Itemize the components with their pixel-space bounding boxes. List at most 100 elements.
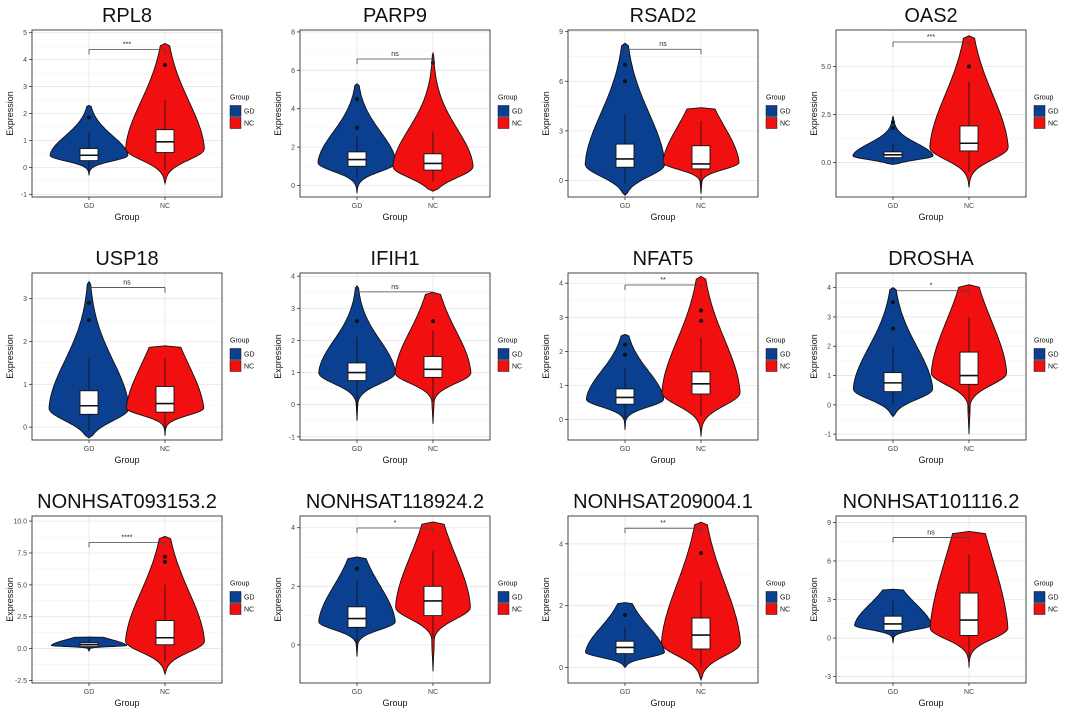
- panel-title: NONHSAT209004.1: [573, 491, 753, 513]
- legend-label: NC: [512, 607, 522, 614]
- legend-label: NC: [1048, 607, 1058, 614]
- legend-key-nc: [1033, 360, 1046, 372]
- x-axis-title: Group: [650, 455, 675, 465]
- outlier-point: [623, 62, 627, 67]
- x-tick-label: NC: [964, 689, 974, 696]
- significance-label: **: [660, 277, 666, 284]
- legend-label: GD: [1048, 109, 1059, 116]
- legend-title: Group: [498, 581, 518, 588]
- y-tick-label: 3: [559, 128, 563, 135]
- y-axis-title: Expression: [541, 577, 551, 622]
- legend-key-gd: [765, 348, 778, 360]
- x-tick-label: NC: [428, 689, 438, 696]
- legend-label: NC: [244, 607, 254, 614]
- legend-label: GD: [780, 595, 791, 602]
- box-gd: [347, 606, 367, 628]
- legend-key-nc: [497, 603, 510, 615]
- y-tick-label: 2: [559, 603, 563, 610]
- y-tick-label: 2.5: [17, 614, 27, 621]
- y-axis-title: Expression: [5, 91, 15, 136]
- y-tick-label: 0: [827, 402, 831, 409]
- box-nc: [155, 386, 175, 413]
- box-gd: [347, 362, 367, 382]
- legend-key-gd: [497, 591, 510, 603]
- significance-label: ***: [123, 41, 131, 48]
- x-tick-label: NC: [160, 689, 170, 696]
- outlier-point: [431, 319, 435, 324]
- y-tick-label: 2: [23, 339, 27, 346]
- legend-title: Group: [766, 581, 786, 588]
- outlier-point: [163, 63, 167, 68]
- panel-title: RSAD2: [630, 5, 697, 27]
- y-tick-label: 0: [291, 642, 295, 649]
- legend-label: GD: [244, 352, 255, 359]
- legend-key-nc: [1033, 117, 1046, 129]
- x-axis-title: Group: [382, 212, 407, 222]
- legend-label: GD: [512, 352, 523, 359]
- panel-title: NONHSAT118924.2: [306, 491, 484, 513]
- y-tick-label: 0: [559, 178, 563, 185]
- y-tick-label: 6: [291, 68, 295, 75]
- y-tick-label: 6: [827, 558, 831, 565]
- legend-key-gd: [229, 348, 242, 360]
- box-gd: [615, 388, 635, 405]
- y-tick-label: 6: [559, 79, 563, 86]
- y-tick-label: 0: [559, 417, 563, 424]
- plot-frame: [31, 272, 223, 441]
- x-tick-label: NC: [428, 446, 438, 453]
- significance-label: ns: [391, 51, 399, 58]
- x-tick-label: GD: [888, 203, 899, 210]
- panel-title: PARP9: [363, 5, 427, 27]
- legend-key-gd: [1033, 591, 1046, 603]
- legend-label: GD: [244, 109, 255, 116]
- y-axis-title: Expression: [809, 577, 819, 622]
- y-tick-label: 0: [23, 165, 27, 172]
- y-tick-label: 8: [291, 29, 295, 36]
- y-axis-title: Expression: [809, 91, 819, 136]
- plot-frame: [299, 515, 491, 684]
- legend-label: NC: [1048, 121, 1058, 128]
- outlier-point: [163, 554, 167, 559]
- y-tick-label: 2: [291, 145, 295, 152]
- outlier-point: [891, 125, 895, 130]
- legend-label: GD: [512, 109, 523, 116]
- x-axis-title: Group: [114, 698, 139, 708]
- outlier-point: [623, 342, 627, 347]
- outlier-point: [355, 97, 359, 102]
- y-tick-label: 2: [23, 111, 27, 118]
- x-tick-label: NC: [696, 446, 706, 453]
- y-tick-label: 0: [559, 665, 563, 672]
- y-tick-label: 1: [23, 382, 27, 389]
- legend-label: NC: [244, 364, 254, 371]
- y-tick-label: 0.0: [17, 646, 27, 653]
- legend-key-gd: [1033, 105, 1046, 117]
- x-tick-label: NC: [964, 203, 974, 210]
- y-tick-label: 0.0: [821, 160, 831, 167]
- y-tick-label: 2: [559, 349, 563, 356]
- y-tick-label: 1: [827, 373, 831, 380]
- y-axis-title: Expression: [541, 91, 551, 136]
- y-axis-title: Expression: [809, 334, 819, 379]
- y-tick-label: 2: [291, 584, 295, 591]
- x-tick-label: NC: [696, 203, 706, 210]
- legend-key-nc: [497, 117, 510, 129]
- y-axis-title: Expression: [273, 91, 283, 136]
- outlier-point: [891, 120, 895, 125]
- box-nc: [959, 592, 979, 636]
- x-tick-label: GD: [620, 203, 631, 210]
- box-nc: [423, 356, 443, 378]
- y-tick-label: 7.5: [17, 550, 27, 557]
- legend-label: GD: [244, 595, 255, 602]
- y-tick-label: 4: [827, 285, 831, 292]
- significance-label: ns: [391, 284, 399, 291]
- outlier-point: [623, 612, 627, 617]
- box-nc: [691, 371, 711, 395]
- legend-label: NC: [780, 607, 790, 614]
